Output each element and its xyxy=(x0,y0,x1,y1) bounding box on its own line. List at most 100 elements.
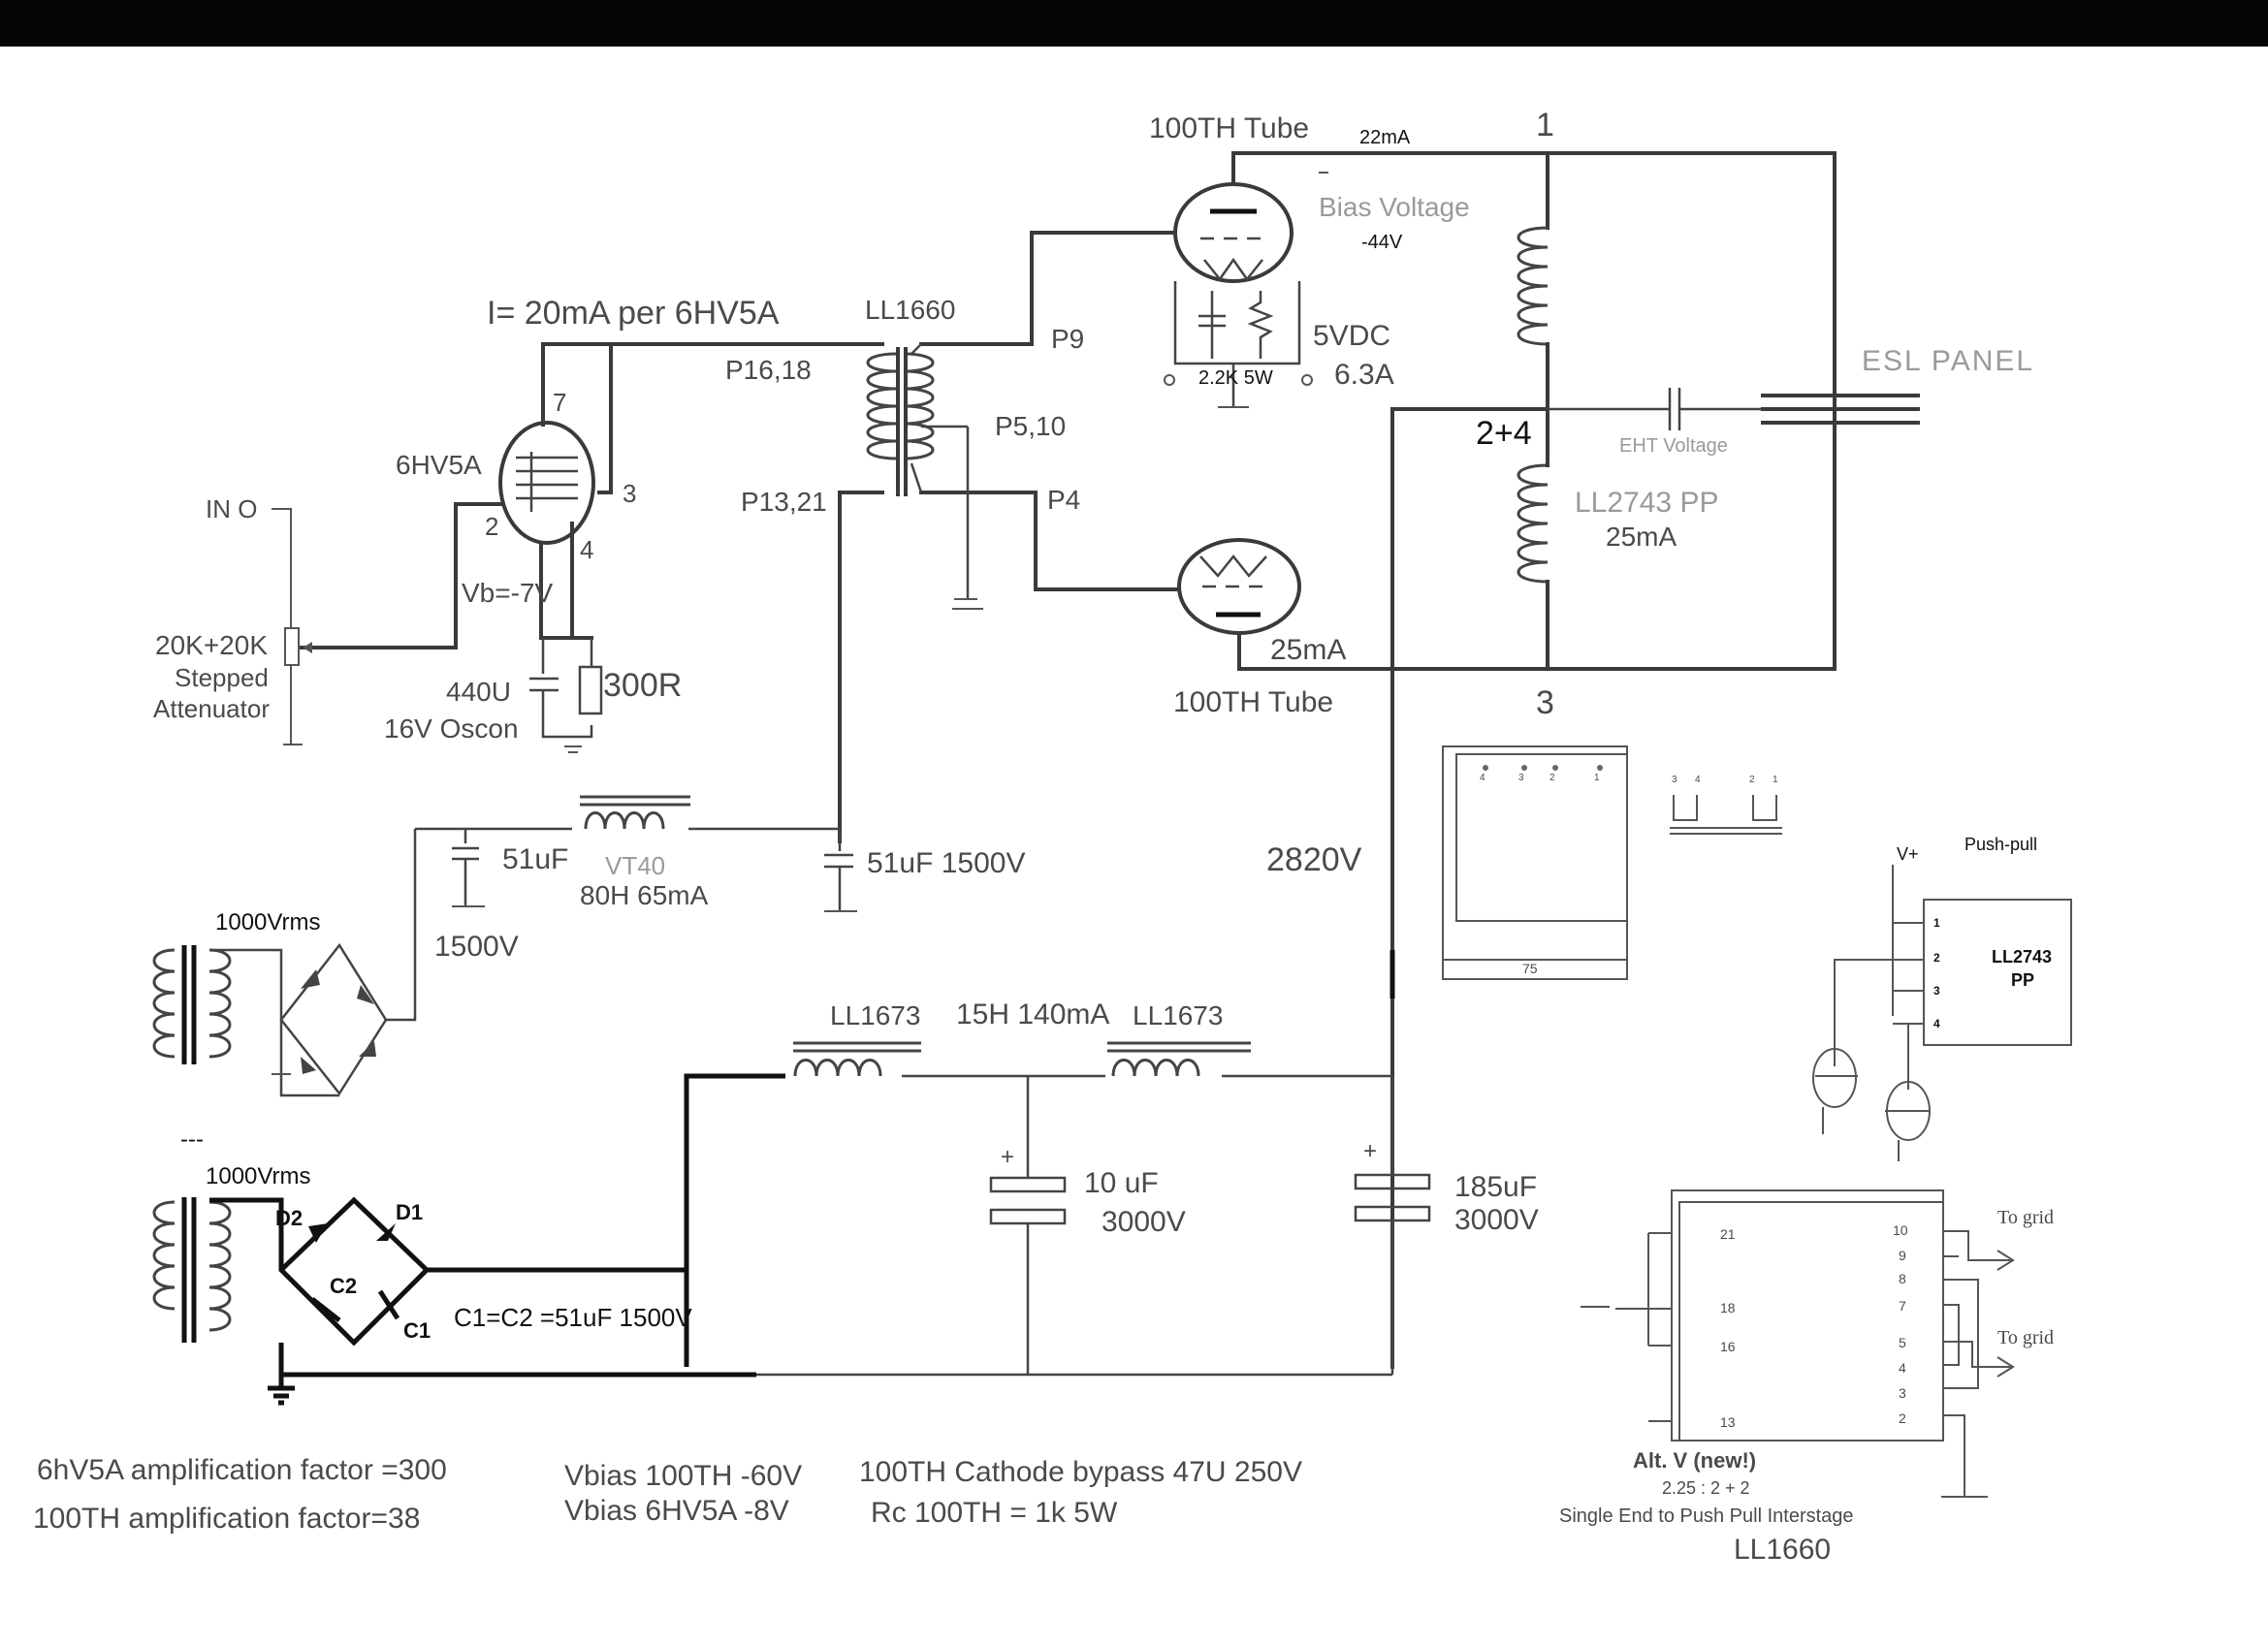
alt-name-label: LL1660 xyxy=(1734,1534,1832,1566)
pin-7: 7 xyxy=(553,388,567,417)
diode-d1-label: D1 xyxy=(396,1200,424,1224)
alt-right-pin-7: 2 xyxy=(1899,1410,1906,1426)
output-transformer-ll2743 xyxy=(1517,226,1549,584)
filament-current: 6.3A xyxy=(1334,359,1394,391)
cap-1500v-left-label: 1500V xyxy=(434,931,519,963)
cathode-cap-label: 440U xyxy=(446,677,511,707)
pp-pin-2: 2 xyxy=(1933,951,1940,965)
tube-top-name: 100TH Tube xyxy=(1149,112,1310,144)
pp-pin-3: 3 xyxy=(1933,984,1940,998)
pp-pin-1: 1 xyxy=(1933,916,1940,930)
attenuator-label-3: Attenuator xyxy=(153,694,270,723)
cathode-cap-label-2: 16V Oscon xyxy=(384,713,519,744)
cap-10uf-label: 10 uF xyxy=(1084,1167,1159,1199)
alt-right-pin-5: 4 xyxy=(1899,1360,1906,1376)
cap-185uf-label: 185uF xyxy=(1454,1171,1538,1203)
cap-c2-label: C2 xyxy=(330,1274,358,1298)
c1-c2-spec-label: C1=C2 =51uF 1500V xyxy=(454,1303,692,1332)
eht-voltage-label: EHT Voltage xyxy=(1619,435,1728,457)
psu2-transformer xyxy=(152,1197,232,1343)
transformer-outline-drawing xyxy=(1442,745,1628,980)
choke-ll1673-right: LL1673 xyxy=(1133,1000,1224,1030)
alt-title-label: Alt. V (new!) xyxy=(1633,1448,1757,1473)
node-1-label: 1 xyxy=(1536,107,1554,143)
alt-ratio-label: 2.25 : 2 + 2 xyxy=(1662,1478,1750,1498)
outline-dim-label: 75 xyxy=(1522,961,1538,976)
psu2-vrms-label: 1000Vrms xyxy=(206,1163,311,1189)
note-vbias-6hv5a: Vbias 6HV5A -8V xyxy=(564,1495,789,1527)
psu1-vrms-label: 1000Vrms xyxy=(215,909,321,935)
tube-bottom-name: 100TH Tube xyxy=(1173,686,1334,718)
outline-pin-0: 4 xyxy=(1480,773,1485,783)
choke-spec-label: 80H 65mA xyxy=(580,880,709,910)
alt-right-pin-0: 10 xyxy=(1893,1222,1908,1238)
pin-4: 4 xyxy=(580,535,594,564)
mini-pin-0: 3 xyxy=(1672,775,1677,785)
push-pull-title: Push-pull xyxy=(1965,835,2038,854)
tube-6hv5a xyxy=(498,421,595,545)
filament-voltage: 5VDC xyxy=(1313,320,1391,352)
outline-pin-3: 1 xyxy=(1594,773,1600,783)
alt-left-pin-0: 21 xyxy=(1720,1226,1736,1242)
pp-box-label-1: LL2743 xyxy=(1992,947,2053,967)
vb-label: Vb=-7V xyxy=(462,578,554,608)
node-2-4-label: 2+4 xyxy=(1476,415,1532,452)
diode-d2-label: D2 xyxy=(275,1206,303,1230)
alt-left-pin-2: 16 xyxy=(1720,1339,1736,1354)
filament-resistor: 2.2K 5W xyxy=(1198,367,1273,389)
driver-current-label: I= 20mA per 6HV5A xyxy=(487,295,780,332)
attenuator-label-1: 20K+20K xyxy=(155,630,268,660)
cap-185uf-voltage: 3000V xyxy=(1454,1204,1539,1236)
pp-box-label-2: PP xyxy=(2011,970,2035,990)
alt-desc-label: Single End to Push Pull Interstage xyxy=(1559,1505,1854,1527)
cap-10uf-voltage: 3000V xyxy=(1102,1206,1186,1238)
pin-3: 3 xyxy=(623,479,637,508)
choke-spec-mid: 15H 140mA xyxy=(956,998,1110,1030)
mini-pin-2: 2 xyxy=(1749,775,1755,785)
note-100th-amplification: 100TH amplification factor=38 xyxy=(33,1503,421,1535)
mini-winding-diagram xyxy=(1670,795,1782,835)
mini-pin-1: 4 xyxy=(1695,775,1701,785)
push-pull-inset xyxy=(1812,865,2072,1161)
cathode-res-label: 300R xyxy=(603,667,683,704)
alt-right-pin-2: 8 xyxy=(1899,1271,1906,1286)
cap-185uf-plus: + xyxy=(1363,1138,1378,1164)
outline-pin-2: 2 xyxy=(1549,773,1555,783)
pin-p9: P9 xyxy=(1051,324,1085,354)
choke-vt40-label: VT40 xyxy=(605,851,666,880)
input-label[interactable]: IN O xyxy=(206,494,258,523)
alt-left-pin-1: 18 xyxy=(1720,1300,1736,1315)
alt-right-pin-4: 5 xyxy=(1899,1335,1906,1350)
pin-p4: P4 xyxy=(1047,485,1081,515)
alt-right-pin-3: 7 xyxy=(1899,1298,1906,1314)
alt-right-pin-6: 3 xyxy=(1899,1385,1906,1401)
pin-p16-18: P16,18 xyxy=(725,355,812,385)
cap-10uf-plus: + xyxy=(1001,1144,1015,1170)
tube-top-current: 22mA xyxy=(1359,127,1411,148)
note-cathode-bypass: 100TH Cathode bypass 47U 250V xyxy=(859,1456,1302,1488)
attenuator-label-2: Stepped xyxy=(175,663,269,692)
pin-p13-21: P13,21 xyxy=(741,487,827,517)
pin-p5-10: P5,10 xyxy=(995,411,1067,441)
to-grid-label-1: To grid xyxy=(1997,1207,2055,1228)
alt-v-interstage-inset xyxy=(1581,1189,2015,1498)
mini-pin-3: 1 xyxy=(1773,775,1778,785)
note-vbias-100th: Vbias 100TH -60V xyxy=(564,1460,803,1492)
output-transformer-label: LL2743 PP xyxy=(1575,487,1719,519)
output-current-label: 25mA xyxy=(1606,522,1677,552)
tube-bottom-current: 25mA xyxy=(1270,634,1347,666)
node-3-label: 3 xyxy=(1536,684,1554,721)
outline-pin-1: 3 xyxy=(1518,773,1524,783)
voltage-2820-label: 2820V xyxy=(1266,841,1362,878)
psu1-transformer xyxy=(152,945,232,1064)
pp-pin-4: 4 xyxy=(1933,1017,1940,1030)
note-rc-100th: Rc 100TH = 1k 5W xyxy=(871,1497,1118,1529)
esl-panel xyxy=(1761,394,1920,425)
interstage-transformer-ll1660 xyxy=(866,347,935,496)
cap-51uf-right-label: 51uF 1500V xyxy=(867,847,1026,879)
bias-voltage-value: -44V xyxy=(1361,232,1403,253)
scan-top-border xyxy=(0,0,2268,47)
vplus-label: V+ xyxy=(1897,844,1919,864)
